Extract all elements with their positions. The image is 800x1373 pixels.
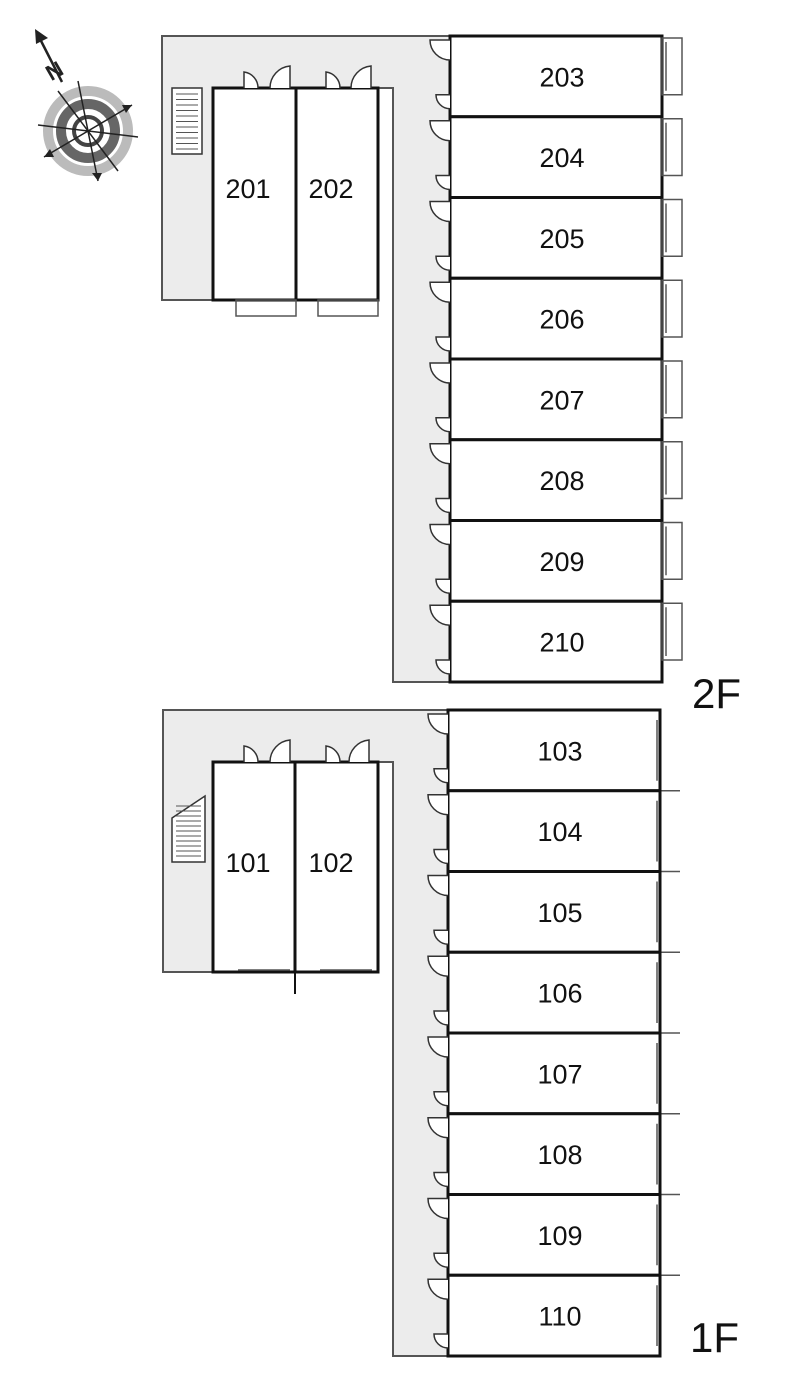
door-icon [429, 523, 451, 594]
window-marks [656, 720, 680, 792]
compass-north-label: N [41, 56, 67, 86]
door-icon [429, 362, 451, 433]
balcony [235, 299, 379, 317]
door-icon [427, 713, 449, 784]
window-marks [656, 1043, 680, 1115]
unit-label: 206 [539, 305, 584, 335]
unit-box [446, 1273, 662, 1358]
unit-box [446, 1193, 662, 1277]
door-icon [429, 443, 451, 514]
door-icon [429, 39, 451, 110]
compass-north-arrow [35, 29, 64, 83]
unit-box [446, 870, 662, 954]
balcony [661, 360, 683, 419]
unit-label: 205 [539, 224, 584, 254]
balcony [661, 37, 683, 96]
door-icon [429, 200, 451, 271]
floor-2f: 201 202 203 204 205 206 207 208 209 210 2F [161, 34, 741, 717]
door-icon [427, 794, 449, 865]
door-icon [429, 120, 451, 191]
unit-label: 102 [308, 848, 353, 878]
door-icon [429, 604, 451, 675]
balcony [661, 118, 683, 177]
door-icon [243, 739, 370, 763]
door-icon [243, 65, 372, 89]
door-icon [429, 281, 451, 352]
balcony [661, 602, 683, 661]
unit-label: 106 [537, 979, 582, 1009]
balcony [661, 279, 683, 338]
door-icon [427, 1278, 449, 1349]
unit-box [448, 276, 664, 361]
unit-label: 204 [539, 143, 584, 173]
unit-label: 101 [225, 848, 270, 878]
unit-label: 209 [539, 547, 584, 577]
unit-label: 207 [539, 385, 584, 415]
window-marks [656, 1204, 680, 1276]
window-marks [656, 1123, 680, 1196]
window-marks [656, 962, 680, 1034]
unit-box [446, 1031, 662, 1116]
unit-box [446, 950, 662, 1035]
balcony [661, 521, 683, 580]
stairs-icon [171, 87, 203, 155]
unit-box [448, 599, 664, 684]
unit-label: 210 [539, 628, 584, 658]
unit-box [448, 519, 664, 603]
unit-label: 107 [537, 1059, 582, 1089]
door-icon [427, 955, 449, 1026]
compass-icon [37, 80, 139, 182]
unit-box [448, 115, 664, 199]
unit-label: 104 [537, 817, 582, 847]
unit-box [446, 789, 662, 873]
door-icon [427, 1117, 449, 1188]
unit-label: 201 [225, 174, 270, 204]
balcony [661, 198, 683, 257]
floor-label: 1F [690, 1314, 739, 1361]
window-marks [656, 881, 680, 953]
floor-label: 2F [692, 670, 741, 717]
door-icon [427, 1036, 449, 1107]
unit-label: 105 [537, 898, 582, 928]
stairs-icon [171, 794, 206, 863]
balcony [661, 441, 683, 500]
unit-box [448, 196, 664, 280]
unit-label: 203 [539, 62, 584, 92]
window-marks [656, 800, 680, 873]
unit-label: 202 [308, 174, 353, 204]
unit-label: 208 [539, 466, 584, 496]
unit-label: 108 [537, 1140, 582, 1170]
door-icon [427, 1197, 449, 1268]
unit-box [293, 760, 380, 974]
floor-1f: 101 102 103 104 105 106 107 108 109 110 1F [162, 708, 739, 1361]
unit-label: 109 [537, 1221, 582, 1251]
unit-label: 110 [538, 1302, 581, 1332]
door-icon [427, 874, 449, 945]
unit-label: 103 [537, 736, 582, 766]
unit-box [294, 86, 380, 302]
